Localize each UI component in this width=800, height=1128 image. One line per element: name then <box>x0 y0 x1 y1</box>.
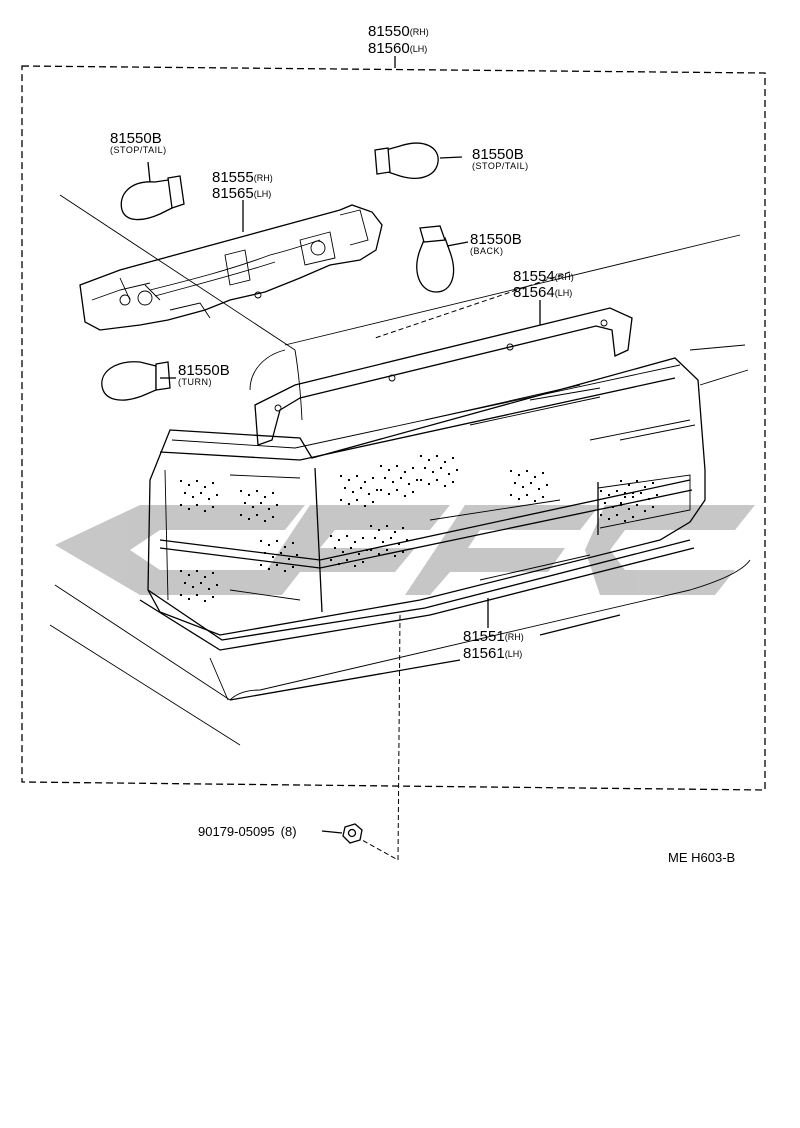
drawing-code: ME H603-B <box>668 850 735 865</box>
nut-part-number: 90179-05095(8) <box>198 824 297 839</box>
lens-body-part-rh: 81551(RH) <box>463 628 524 645</box>
socket-plate <box>79 204 383 331</box>
assembly-part-lh: 81560(LH) <box>368 40 427 57</box>
gasket-part-rh: 81554(RH) <box>513 268 574 285</box>
bulb-back <box>416 225 455 293</box>
leader-lines <box>147 156 621 861</box>
watermark-logo <box>55 505 755 595</box>
lens-body <box>139 357 706 651</box>
bulb-stop-tail-right <box>374 142 439 179</box>
bulb-turn-part: 81550B <box>178 362 230 379</box>
gasket-part-lh: 81564(LH) <box>513 284 572 301</box>
gasket <box>254 307 633 446</box>
bulb-stop-tail-right-use: (STOP/TAIL) <box>472 161 529 171</box>
lens-body-part-lh: 81561(LH) <box>463 645 522 662</box>
bulb-turn <box>101 361 171 401</box>
car-body-outline <box>49 194 751 746</box>
bulb-stop-tail-left-use: (STOP/TAIL) <box>110 145 167 155</box>
bulb-stop-tail-left-part: 81550B <box>110 130 162 147</box>
bulb-stop-tail-right-part: 81550B <box>472 146 524 163</box>
socket-plate-part-rh: 81555(RH) <box>212 169 273 186</box>
bulb-turn-use: (TURN) <box>178 377 212 387</box>
assembly-part-rh: 81550(RH) <box>368 23 429 40</box>
bulb-back-part: 81550B <box>470 231 522 248</box>
socket-plate-part-lh: 81565(LH) <box>212 185 271 202</box>
bulb-stop-tail-left <box>120 175 185 221</box>
lens-texture <box>180 455 658 602</box>
bulb-back-use: (BACK) <box>470 246 504 256</box>
assembly-boundary <box>21 65 766 791</box>
nut-icon <box>342 823 363 844</box>
